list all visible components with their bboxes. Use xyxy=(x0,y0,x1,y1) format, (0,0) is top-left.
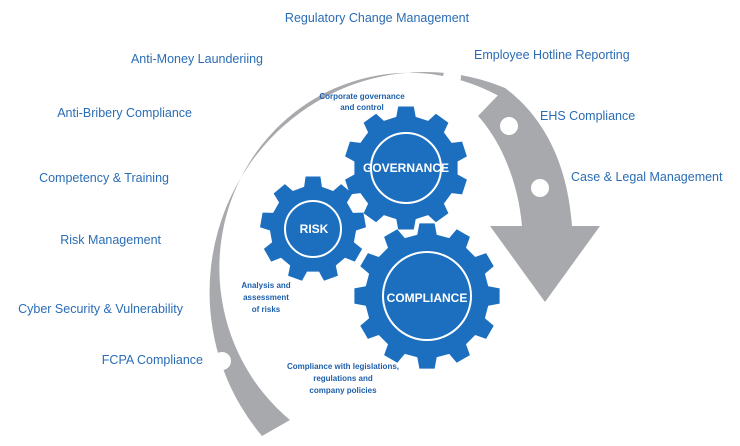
caption-compliance-line1: Compliance with legislations, xyxy=(287,362,399,371)
gear-title-governance: GOVERNANCE xyxy=(363,161,449,175)
cycle-arrowhead xyxy=(490,226,600,302)
cycle-item-label: Employee Hotline Reporting xyxy=(474,48,630,62)
caption-risk-line1: Analysis and xyxy=(241,281,290,290)
cycle-item-label: Anti-Money Launderiing xyxy=(131,52,263,66)
cycle-item-label: Competency & Training xyxy=(39,171,169,185)
caption-governance-line1: Corporate governance xyxy=(319,92,405,101)
caption-compliance-line3: company policies xyxy=(309,386,377,395)
cycle-dot xyxy=(192,169,210,187)
cycle-dot xyxy=(443,68,461,86)
cycle-item-label: FCPA Compliance xyxy=(102,353,203,367)
gear-compliance xyxy=(354,223,500,369)
cycle-dot xyxy=(213,352,231,370)
gear-governance-inner-ring xyxy=(370,132,442,204)
cycle-dot xyxy=(188,295,206,313)
cycle-item-label: Regulatory Change Management xyxy=(285,11,470,25)
cycle-item-label: Anti-Bribery Compliance xyxy=(57,106,192,120)
cycle-item-label: Risk Management xyxy=(60,233,161,247)
gear-risk-inner-ring xyxy=(284,200,342,258)
caption-compliance-line2: regulations and xyxy=(313,374,373,383)
cycle-dot xyxy=(178,231,196,249)
cycle-dot xyxy=(531,179,549,197)
gear-title-risk: RISK xyxy=(300,222,329,236)
cycle-item-label: EHS Compliance xyxy=(540,109,635,123)
cycle-dot xyxy=(228,112,246,130)
gear-compliance-inner-ring xyxy=(382,251,472,341)
caption-risk-line2: assessment xyxy=(243,293,289,302)
caption-risk-line3: of risks xyxy=(252,305,281,314)
cycle-dot xyxy=(364,47,382,65)
gear-governance xyxy=(345,106,467,230)
caption-governance-line2: and control xyxy=(340,103,384,112)
gear-group xyxy=(260,106,500,369)
cycle-dot xyxy=(500,117,518,135)
gear-title-compliance: COMPLIANCE xyxy=(387,291,468,305)
cycle-arrow-band xyxy=(209,72,528,436)
cycle-item-label: Case & Legal Management xyxy=(571,170,723,184)
gear-risk xyxy=(260,176,366,281)
cycle-dots xyxy=(178,47,549,370)
cycle-dot xyxy=(285,65,303,83)
cycle-item-label: Cyber Security & Vulnerability xyxy=(18,302,184,316)
